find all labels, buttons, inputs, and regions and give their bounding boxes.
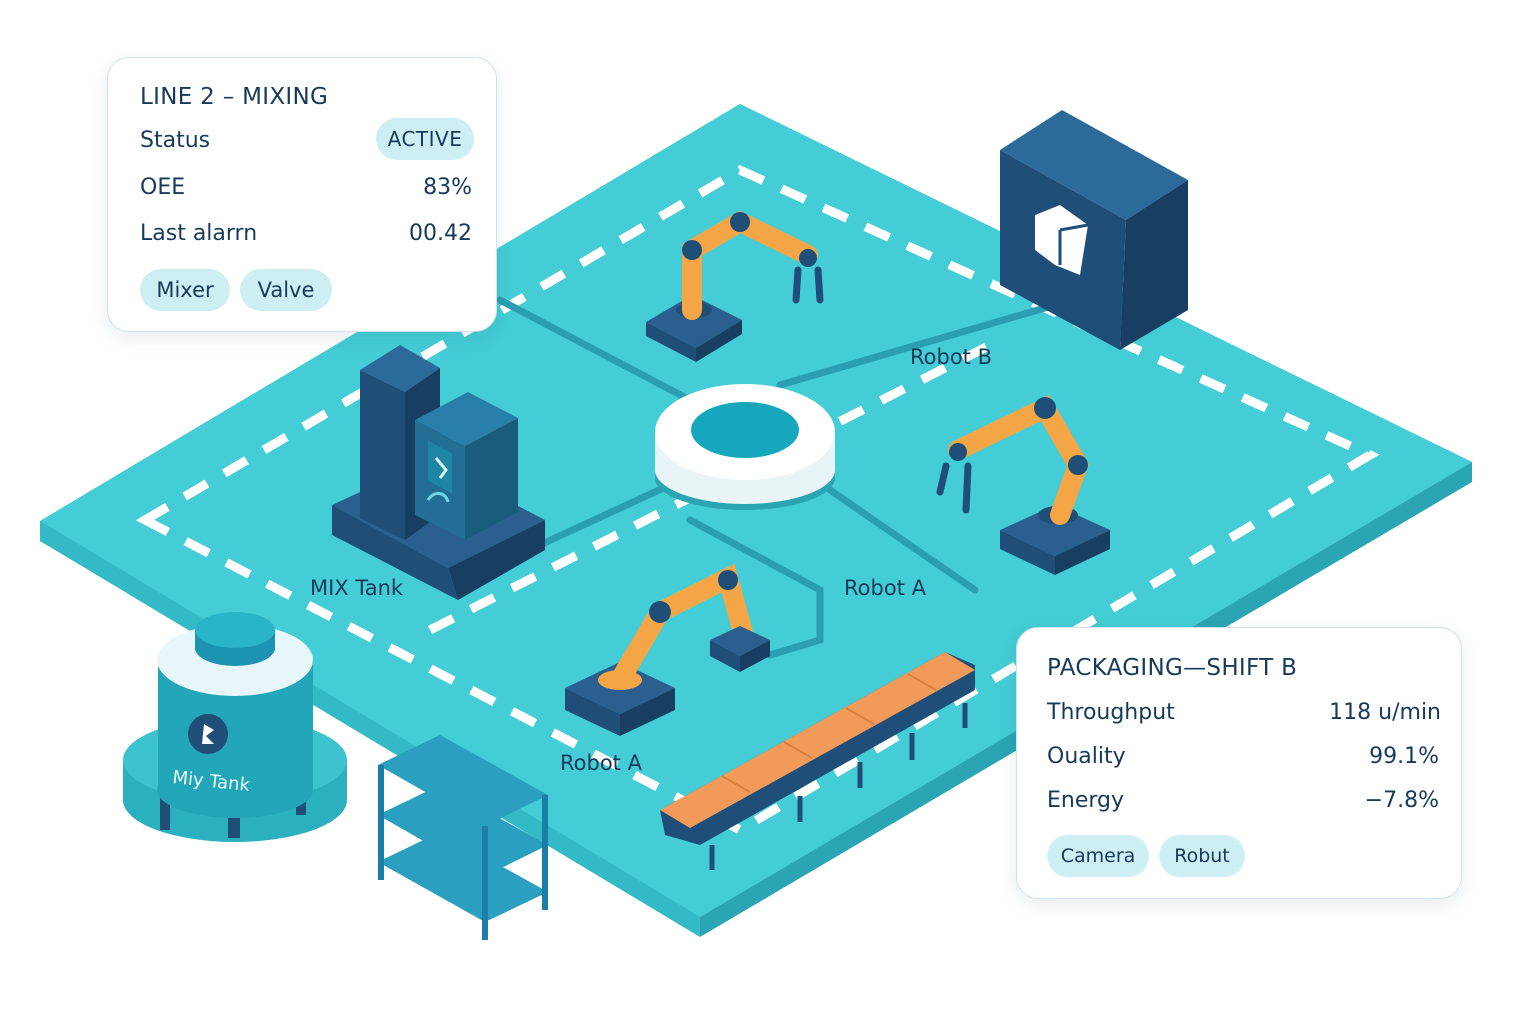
energy-label: Energy [1047, 788, 1125, 813]
conveyor-belt [660, 652, 975, 870]
last-alarm-label: Last alarrn [140, 221, 258, 246]
central-hub [655, 384, 835, 510]
tag-valve[interactable]: Valve [240, 269, 332, 311]
packaging-shift-card: PACKAGING—SHIFT B Throughput 118 u/min O… [1016, 627, 1462, 899]
mixing-line-card: LINE 2 – MIXING Status ACTIVE OEE 83% La… [107, 57, 497, 332]
status-badge: ACTIVE [376, 118, 474, 160]
quality-label: Ouality [1047, 744, 1126, 769]
energy-value: −7.8% [1364, 788, 1439, 813]
tank-icon [202, 724, 214, 744]
tag-camera[interactable]: Camera [1047, 835, 1149, 877]
last-alarm-value: 00.42 [409, 221, 472, 246]
storage-shelf [378, 735, 548, 940]
lane-markings [135, 164, 1380, 836]
packaging-machine [1000, 110, 1188, 350]
mix-tank-machine [332, 345, 545, 600]
oee-value: 83% [423, 175, 472, 200]
mixing-card-title: LINE 2 – MIXING [140, 84, 329, 110]
robot-arm-right [936, 394, 1110, 575]
pipes [496, 296, 1059, 659]
quality-value: 99.1% [1369, 744, 1439, 769]
packaging-card-title: PACKAGING—SHIFT B [1047, 655, 1298, 681]
mix-tank-label: MIX Tank [310, 576, 404, 600]
throughput-label: Throughput [1047, 700, 1175, 725]
robot-b-label: Robot B [910, 345, 992, 369]
tag-robut[interactable]: Robut [1159, 835, 1245, 877]
status-label: Status [140, 128, 211, 153]
oee-label: OEE [140, 175, 186, 200]
robot-a-label-right: Robot A [844, 576, 927, 600]
robot-a-label-bottom: Robot A [560, 751, 643, 775]
robot-arm-bottom [565, 563, 770, 736]
tag-mixer[interactable]: Mixer [140, 269, 230, 311]
miy-tank [123, 612, 347, 842]
throughput-value: 118 u/min [1329, 700, 1441, 725]
robot-arm-top [646, 210, 824, 362]
